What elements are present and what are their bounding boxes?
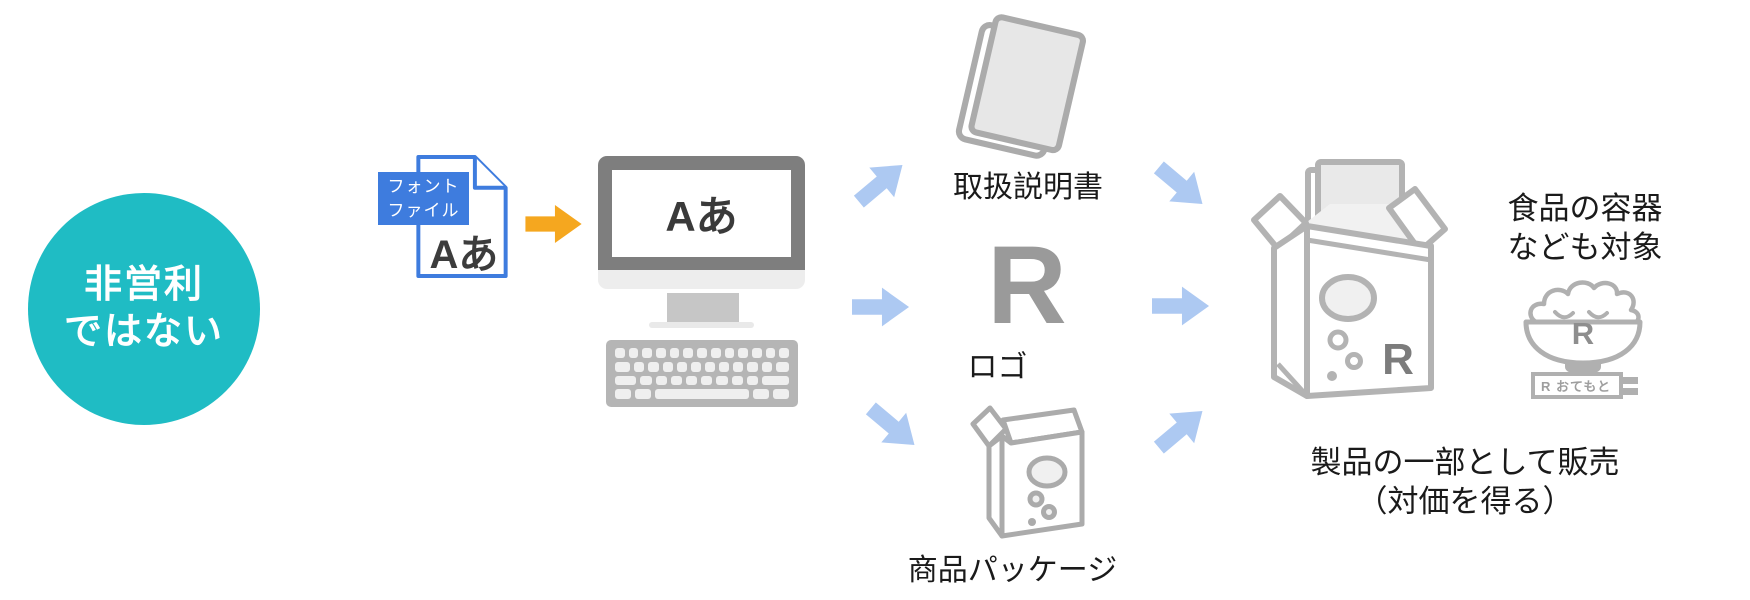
food-note-line1: 食品の容器: [1507, 191, 1663, 226]
rice-bowl-icon: [1523, 280, 1643, 374]
computer-icon: Aあ: [598, 156, 808, 411]
chopstick-tip-icon: [1621, 377, 1638, 384]
flow-arrow-package-to-box-icon: [1153, 410, 1203, 454]
product-caption-line1: 製品の一部として販売: [1310, 445, 1620, 480]
bowl-r-glyph: R: [1571, 316, 1595, 351]
monitor-screen: Aあ: [612, 170, 791, 257]
keyboard-icon: [606, 340, 798, 407]
flow-arrow-manual-to-box-icon: [1153, 161, 1203, 205]
package-label: 商品パッケージ: [907, 554, 1118, 587]
manual-label: 取扱説明書: [953, 171, 1103, 204]
logo-label: ロゴ: [967, 351, 1028, 384]
non-commercial-badge: 非営利 ではない: [28, 193, 260, 425]
product-box-icon: [1251, 159, 1448, 399]
box-r-glyph: R: [1382, 335, 1414, 384]
chopstick-tip-icon: [1621, 388, 1638, 395]
font-file-label-line1: フォント: [387, 176, 460, 196]
badge-line2: ではない: [63, 311, 224, 353]
manual-book-icon: [955, 14, 1086, 159]
food-note-line2: なども対象: [1507, 230, 1663, 265]
badge-line1: 非営利: [83, 264, 204, 306]
flow-arrow-to-package-icon: [865, 402, 915, 446]
chopsticks-label: R おてもと: [1541, 379, 1612, 394]
font-file-glyphs: Aあ: [429, 233, 499, 277]
package-icon: [970, 405, 1085, 539]
food-note: 食品の容器 なども対象: [1495, 189, 1675, 267]
monitor-stand: [667, 293, 739, 322]
orange-arrow-icon: [525, 204, 582, 244]
font-file-icon: フォント ファイル Aあ: [370, 148, 520, 283]
flow-arrow-to-manual-icon: [853, 164, 903, 208]
flow-arrow-logo-to-box-icon: [1152, 286, 1210, 326]
logo-r-glyph: R: [987, 224, 1067, 347]
monitor-base: [649, 322, 754, 328]
font-file-label-line2: ファイル: [387, 200, 460, 220]
flow-arrow-to-logo-icon: [852, 287, 910, 327]
product-caption: 製品の一部として販売 （対価を得る）: [1295, 443, 1635, 521]
font-file-label: フォント ファイル: [378, 172, 469, 225]
product-caption-line2: （対価を得る）: [1356, 484, 1574, 519]
monitor-strip: [598, 270, 805, 289]
chopsticks-sleeve-icon: R おてもと: [1531, 372, 1623, 399]
